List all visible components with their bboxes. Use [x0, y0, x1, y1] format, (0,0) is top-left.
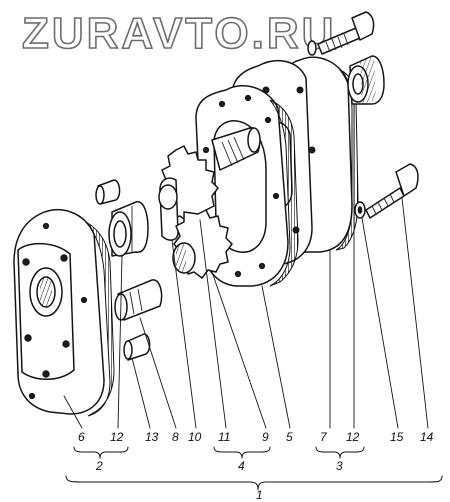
label-10: 10 [188, 430, 202, 444]
label-13: 13 [145, 430, 159, 444]
bushing-left [108, 201, 149, 257]
top-bolt [307, 11, 375, 56]
washer [354, 201, 366, 219]
label-8: 8 [172, 430, 179, 444]
group-label-2: 2 [95, 459, 103, 473]
part-number-labels: 6 12 13 8 10 11 9 5 7 12 15 14 [78, 430, 434, 444]
watermark-text: ZURAVTO.RU [22, 9, 336, 58]
group-braces [65, 446, 443, 491]
bushing-right [347, 55, 385, 105]
label-14: 14 [420, 430, 434, 444]
dowel-pin-bottom [123, 333, 151, 361]
leader-lines [63, 103, 429, 429]
label-12-left: 12 [110, 430, 124, 444]
front-cover [13, 209, 115, 417]
dowel-pin-top [95, 179, 121, 205]
group-label-3: 3 [336, 459, 343, 473]
label-7: 7 [320, 430, 328, 444]
assembly-label-1: 1 [256, 488, 263, 502]
group-label-4: 4 [238, 459, 245, 473]
label-11: 11 [218, 430, 230, 444]
label-12-right: 12 [346, 430, 360, 444]
group-labels: 2 4 3 1 [95, 459, 343, 502]
label-5: 5 [286, 430, 293, 444]
label-6: 6 [78, 430, 85, 444]
label-9: 9 [262, 430, 269, 444]
bolt [365, 163, 419, 219]
driven-shaft [114, 279, 163, 321]
label-15: 15 [390, 430, 404, 444]
drive-gear-shaft [158, 127, 261, 241]
